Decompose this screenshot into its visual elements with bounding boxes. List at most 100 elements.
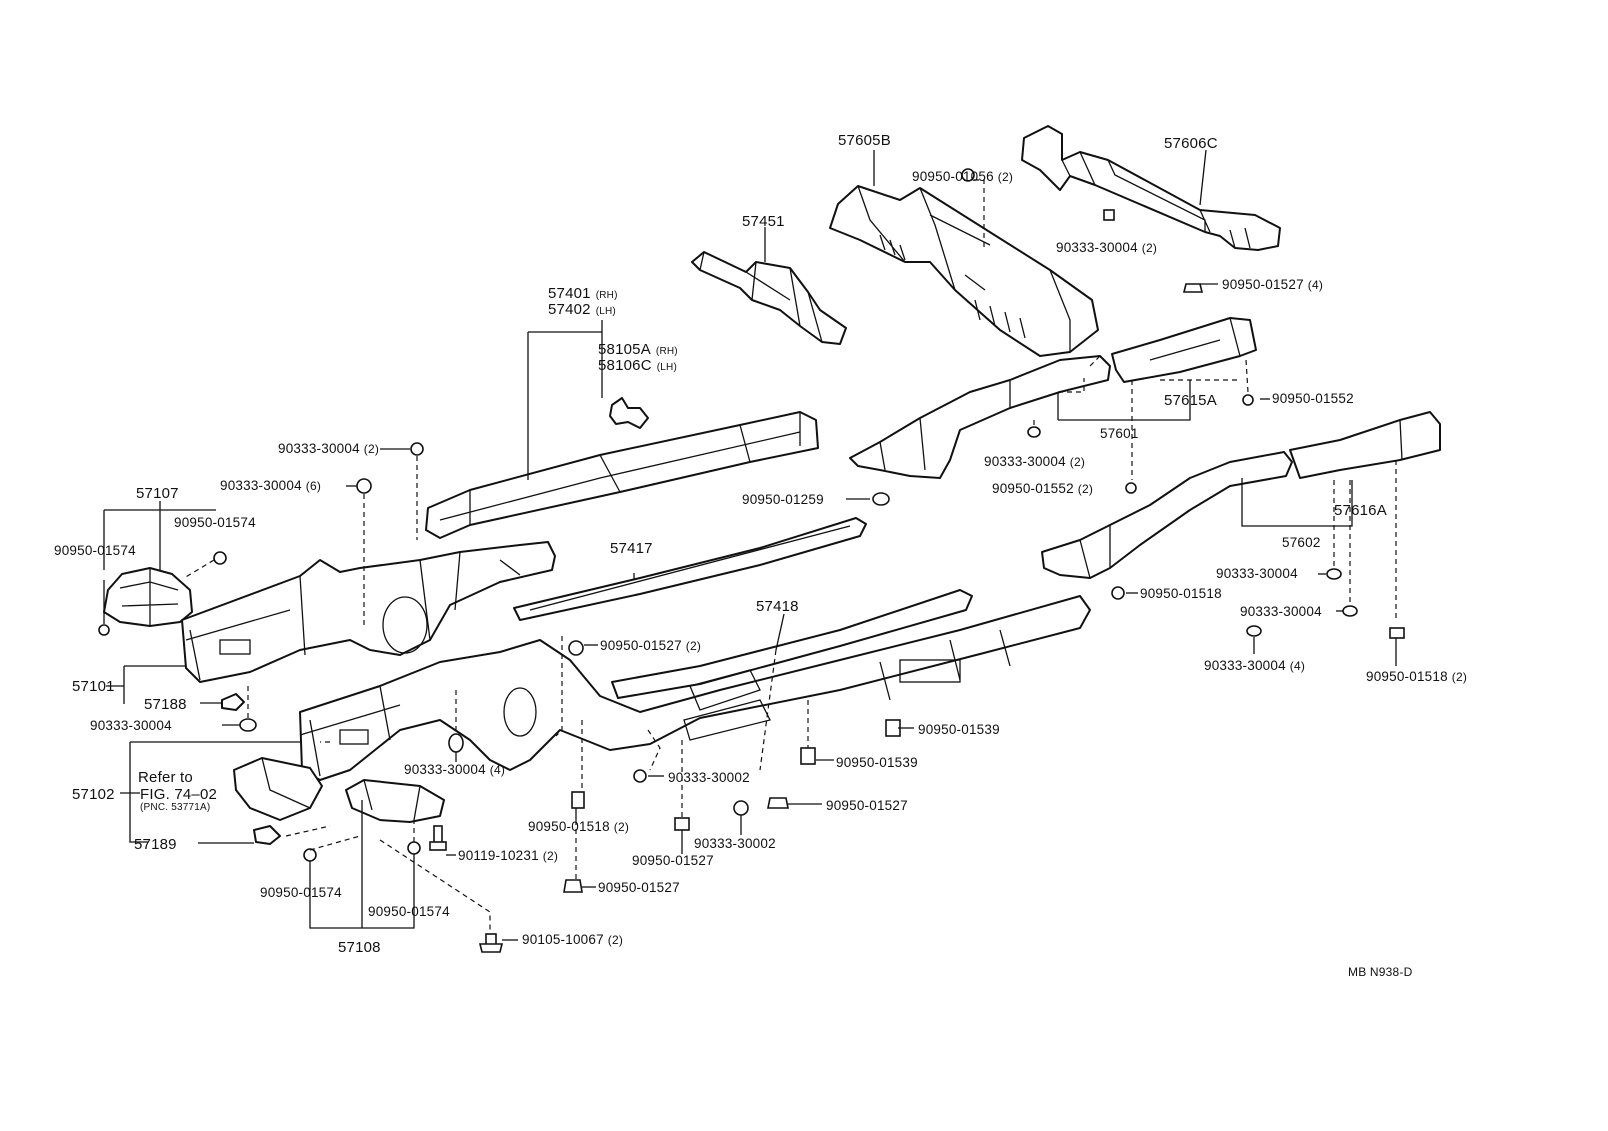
quantity: (2) [997, 170, 1014, 184]
part-number: 90333-30004 [1056, 240, 1138, 255]
part-57605B-drawing [829, 185, 1099, 357]
part-57401-drawing [425, 411, 819, 539]
label-57616A: 57616A [1334, 502, 1387, 519]
label-90950-01056: 90950-01056(2) [912, 170, 1013, 184]
label-90333-30004-upper: 90333-30004(2) [1056, 241, 1157, 255]
label-90950-01574-d: 90950-01574 [368, 904, 450, 919]
quantity: (2) [607, 933, 624, 947]
label-57102: 57102 [72, 786, 115, 803]
quantity: (4) [489, 763, 506, 777]
part-number: 58105A [598, 341, 651, 358]
label-58105A: 58105A (RH) [598, 342, 678, 357]
part-number: 57401 [548, 285, 591, 302]
label-57602: 57602 [1282, 535, 1321, 550]
quantity: (2) [1141, 241, 1158, 255]
label-90333-30004-b: 90333-30004(2) [984, 455, 1085, 469]
part-number: 90950-01518 [528, 819, 610, 834]
label-90333-30004-g: 90333-30004(4) [1204, 659, 1305, 673]
label-90950-01527-c: 90950-01527 [826, 798, 908, 813]
quantity: (2) [363, 442, 380, 456]
part-57601-drawing [849, 317, 1257, 479]
side: (RH) [595, 290, 618, 301]
label-refer-to: Refer to [138, 769, 193, 786]
label-90950-01552-a: 90950-01552 [1272, 391, 1354, 406]
quantity: (2) [1077, 482, 1094, 496]
label-90333-30002-b: 90333-30002 [694, 836, 776, 851]
label-90950-01518-a: 90950-01518 [1140, 586, 1222, 601]
label-57101: 57101 [72, 678, 115, 695]
part-number: 90105-10067 [522, 932, 604, 947]
side: (RH) [655, 346, 678, 357]
label-57601: 57601 [1100, 426, 1139, 441]
label-90333-30004-i: 90333-30004(4) [404, 763, 505, 777]
label-90950-01527-b: 90950-01527(2) [600, 639, 701, 653]
quantity: (4) [1307, 278, 1324, 292]
side: (LH) [656, 362, 677, 373]
label-pnc-53771A: (PNC. 53771A) [140, 802, 211, 813]
quantity: (2) [1069, 455, 1086, 469]
part-number: 90333-30004 [404, 762, 486, 777]
quantity: (6) [305, 479, 322, 493]
label-57451: 57451 [742, 213, 785, 230]
label-90333-30004-e: 90333-30004 [1216, 566, 1298, 581]
label-57188: 57188 [144, 696, 187, 713]
part-57108-drawing [345, 779, 445, 823]
part-number: 90333-30004 [220, 478, 302, 493]
label-57401: 57401 (RH) [548, 286, 618, 301]
label-90333-30004-c: 90333-30004(2) [278, 442, 379, 456]
diagram-code: MB N938-D [1348, 965, 1413, 979]
part-number: 57402 [548, 301, 591, 318]
label-90950-01552-b: 90950-01552(2) [992, 482, 1093, 496]
part-number: 90950-01552 [992, 481, 1074, 496]
part-number: 90333-30004 [278, 441, 360, 456]
label-57107: 57107 [136, 485, 179, 502]
part-57417-drawing [513, 517, 867, 621]
label-90950-01539-b: 90950-01539 [836, 755, 918, 770]
part-57606C-drawing [1021, 125, 1281, 251]
part-57451-drawing [691, 251, 847, 345]
label-57189: 57189 [134, 836, 177, 853]
leader-lines [103, 149, 1397, 941]
label-90333-30004-d: 90333-30004(6) [220, 479, 321, 493]
label-90950-01574-b: 90950-01574 [54, 543, 136, 558]
label-90950-01527-e: 90950-01527 [598, 880, 680, 895]
label-90950-01518-b: 90950-01518(2) [1366, 670, 1467, 684]
part-58105A-drawing [609, 397, 649, 429]
quantity: (4) [1289, 659, 1306, 673]
label-90333-30004-h: 90333-30004 [90, 718, 172, 733]
quantity: (2) [542, 849, 559, 863]
label-90950-01527-d: 90950-01527 [632, 853, 714, 868]
part-number: 90950-01527 [1222, 277, 1304, 292]
label-57605B: 57605B [838, 132, 891, 149]
label-58106C: 58106C (LH) [598, 358, 677, 373]
part-number: 58106C [598, 357, 652, 374]
label-90950-01539-a: 90950-01539 [918, 722, 1000, 737]
label-90950-01259: 90950-01259 [742, 492, 824, 507]
label-57418: 57418 [756, 598, 799, 615]
label-57108: 57108 [338, 939, 381, 956]
part-57102-drawing [299, 595, 1091, 781]
label-57417: 57417 [610, 540, 653, 557]
quantity: (2) [685, 639, 702, 653]
part-number: 90950-01518 [1366, 669, 1448, 684]
label-90950-01527-upper: 90950-01527(4) [1222, 278, 1323, 292]
label-90950-01574-c: 90950-01574 [260, 885, 342, 900]
part-number: 90950-01527 [600, 638, 682, 653]
quantity: (2) [613, 820, 630, 834]
quantity: (2) [1451, 670, 1468, 684]
hardware-parts [98, 168, 1405, 953]
label-57402: 57402 (LH) [548, 302, 616, 317]
label-57606C: 57606C [1164, 135, 1218, 152]
part-number: 90119-10231 [458, 848, 539, 863]
label-fig-74-02: FIG. 74–02 [140, 786, 218, 803]
label-90950-01574-a: 90950-01574 [174, 515, 256, 530]
label-90333-30002-a: 90333-30002 [668, 770, 750, 785]
part-number: 90333-30004 [1204, 658, 1286, 673]
label-57615A: 57615A [1164, 392, 1217, 409]
side: (LH) [595, 306, 616, 317]
label-90105-10067: 90105-10067(2) [522, 933, 623, 947]
label-90333-30004-f: 90333-30004 [1240, 604, 1322, 619]
small-brackets-drawing [221, 693, 323, 845]
